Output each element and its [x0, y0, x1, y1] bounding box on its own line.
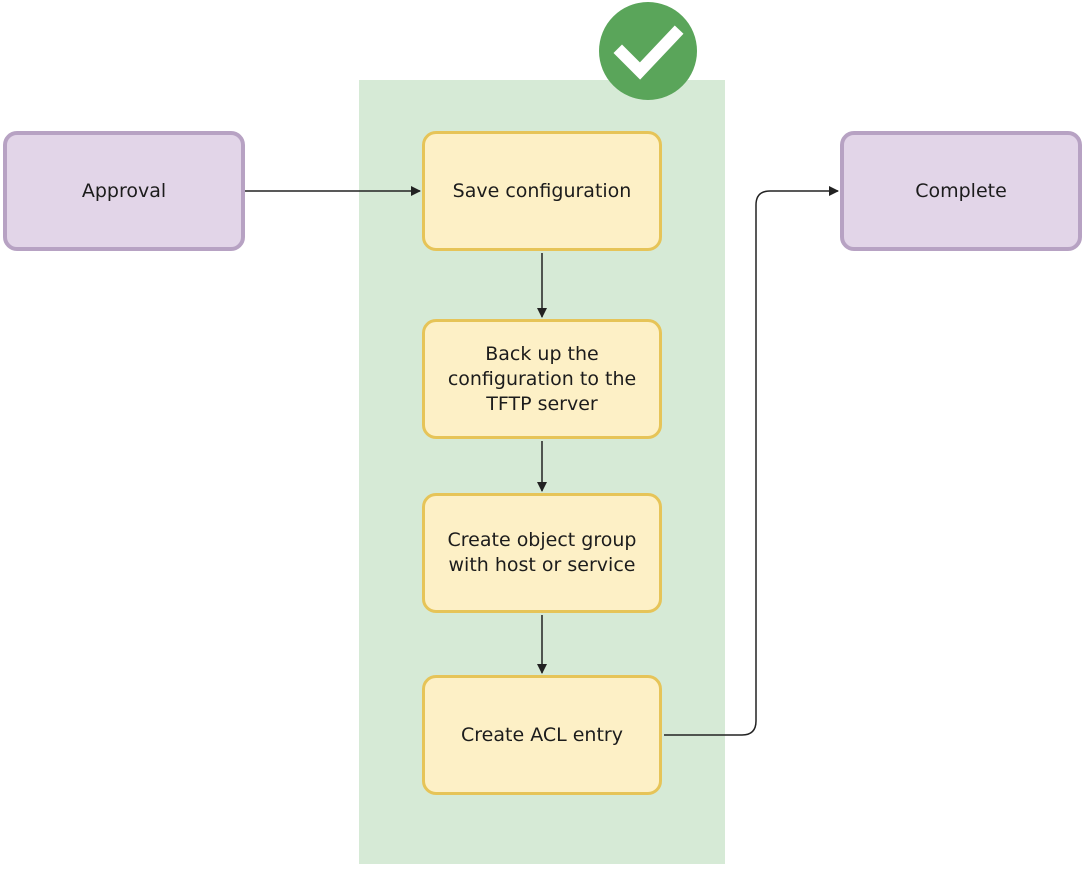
step-label-line: Back up the: [485, 342, 599, 365]
create-object-group-step: Create object group with host or service: [422, 493, 662, 613]
create-acl-entry-step: Create ACL entry: [422, 675, 662, 795]
approval-label: Approval: [81, 179, 167, 202]
backup-configuration-step: Back up the configuration to the TFTP se…: [422, 319, 662, 439]
save-configuration-step: Save configuration: [422, 131, 662, 251]
step-label-line: Create ACL entry: [461, 723, 623, 746]
step-label-line: Create object group: [447, 529, 637, 551]
step-label-line: Save configuration: [452, 179, 632, 202]
approval-node: Approval: [3, 131, 245, 251]
check-icon: [599, 2, 697, 100]
complete-node: Complete: [840, 131, 1082, 251]
step-label-line: configuration to the: [447, 367, 637, 390]
complete-label: Complete: [915, 179, 1007, 202]
step-label-line: with host or service: [448, 554, 636, 576]
step-label-line: TFTP server: [486, 392, 598, 415]
